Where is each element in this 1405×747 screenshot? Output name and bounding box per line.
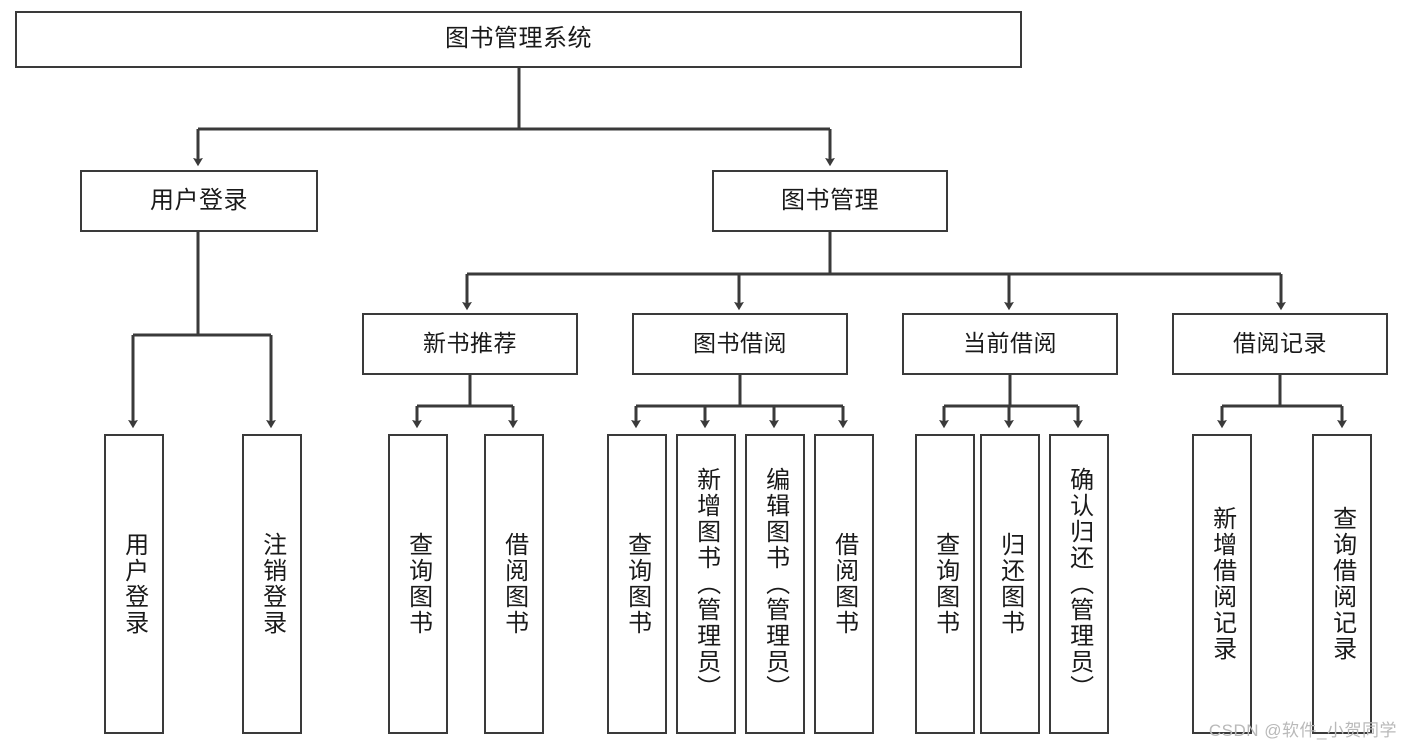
node-current-borrow[interactable]: 当前借阅 <box>902 313 1118 375</box>
node-leaf-user-login[interactable]: 用户登录 <box>104 434 164 734</box>
node-leaf-query-book-borrow[interactable]: 查询图书 <box>607 434 667 734</box>
node-label: 图书管理 <box>781 186 879 214</box>
node-leaf-edit-book-admin[interactable]: 编辑图书（管理员） <box>745 434 805 734</box>
node-label: 查询图书 <box>404 532 432 636</box>
node-leaf-confirm-return-admin[interactable]: 确认归还（管理员） <box>1049 434 1109 734</box>
node-label: 图书借阅 <box>693 330 787 357</box>
node-label: 借阅图书 <box>500 532 528 636</box>
node-label: 编辑图书（管理员） <box>761 467 789 701</box>
node-label: 借阅记录 <box>1233 330 1327 357</box>
node-label: 当前借阅 <box>963 330 1057 357</box>
node-label: 查询图书 <box>931 532 959 636</box>
node-label: 归还图书 <box>996 532 1024 636</box>
node-label: 查询借阅记录 <box>1328 506 1356 662</box>
node-label: 查询图书 <box>623 532 651 636</box>
node-new-book-recommend[interactable]: 新书推荐 <box>362 313 578 375</box>
node-book-management[interactable]: 图书管理 <box>712 170 948 232</box>
node-root-system[interactable]: 图书管理系统 <box>15 11 1022 68</box>
csdn-watermark: CSDN @软件_小贺同学 <box>1208 721 1397 740</box>
node-label: 用户登录 <box>120 532 148 636</box>
node-label: 图书管理系统 <box>445 25 592 53</box>
node-leaf-logout[interactable]: 注销登录 <box>242 434 302 734</box>
node-leaf-query-book-recommend[interactable]: 查询图书 <box>388 434 448 734</box>
node-leaf-borrow-book-recommend[interactable]: 借阅图书 <box>484 434 544 734</box>
node-leaf-return-book[interactable]: 归还图书 <box>980 434 1040 734</box>
node-leaf-add-book-admin[interactable]: 新增图书（管理员） <box>676 434 736 734</box>
node-borrow-record[interactable]: 借阅记录 <box>1172 313 1388 375</box>
node-label: 用户登录 <box>150 186 248 214</box>
node-leaf-query-borrow-record[interactable]: 查询借阅记录 <box>1312 434 1372 734</box>
node-user-login[interactable]: 用户登录 <box>80 170 318 232</box>
node-label: 新增图书（管理员） <box>692 467 720 701</box>
node-leaf-add-borrow-record[interactable]: 新增借阅记录 <box>1192 434 1252 734</box>
node-label: 注销登录 <box>258 532 286 636</box>
node-label: 确认归还（管理员） <box>1065 467 1093 701</box>
node-leaf-borrow-book[interactable]: 借阅图书 <box>814 434 874 734</box>
node-book-borrow[interactable]: 图书借阅 <box>632 313 848 375</box>
node-label: 新书推荐 <box>423 330 517 357</box>
node-label: 借阅图书 <box>830 532 858 636</box>
node-label: 新增借阅记录 <box>1208 506 1236 662</box>
node-leaf-query-book-current[interactable]: 查询图书 <box>915 434 975 734</box>
